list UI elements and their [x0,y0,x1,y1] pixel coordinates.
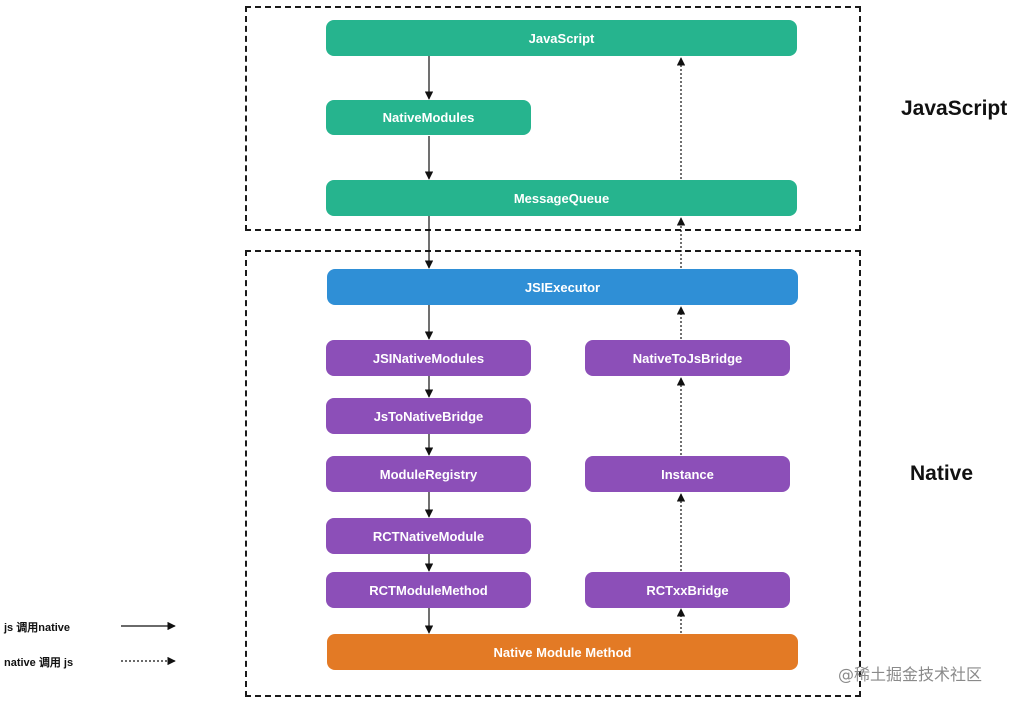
node-rct-xx-bridge: RCTxxBridge [585,572,790,608]
node-native-to-js-bridge: NativeToJsBridge [585,340,790,376]
node-rct-native-module: RCTNativeModule [326,518,531,554]
native-region [245,250,861,697]
node-javascript: JavaScript [326,20,797,56]
node-native-module-method: Native Module Method [327,634,798,670]
node-instance: Instance [585,456,790,492]
native-region-label: Native [910,462,974,485]
node-js-to-native-bridge: JsToNativeBridge [326,398,531,434]
node-module-registry: ModuleRegistry [326,456,531,492]
node-jsi-native-modules: JSINativeModules [326,340,531,376]
node-message-queue: MessageQueue [326,180,797,216]
javascript-region [245,6,861,231]
javascript-region-label: JavaScript [901,97,1008,120]
legend-dashed-label: native 调用 js [4,657,74,669]
legend-solid-label: js 调用native [4,622,71,634]
node-native-modules: NativeModules [326,100,531,135]
watermark: @稀土掘金技术社区 [838,665,983,684]
node-jsi-executor: JSIExecutor [327,269,798,305]
node-rct-module-method: RCTModuleMethod [326,572,531,608]
